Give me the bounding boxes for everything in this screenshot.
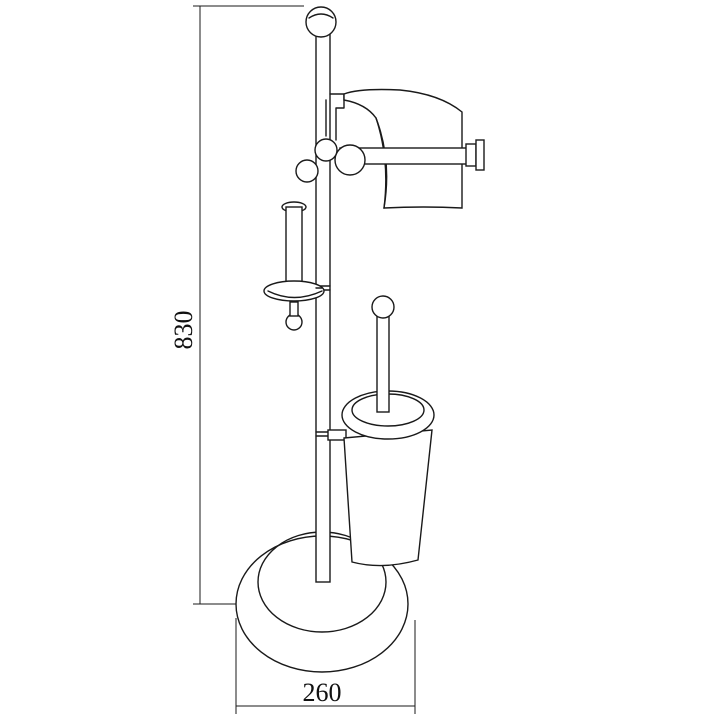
brush-handle — [376, 315, 390, 413]
holder-knob — [334, 144, 366, 176]
cup-bracket — [327, 429, 347, 441]
brush-holder — [327, 295, 435, 567]
pole-top-ball — [305, 6, 337, 38]
height-dimension: 830 — [169, 5, 312, 605]
spare-roll-holder — [263, 201, 325, 331]
holder-arm — [329, 93, 345, 141]
holder-collar — [314, 138, 338, 162]
main-pole — [305, 6, 337, 583]
paper-holder — [295, 88, 485, 209]
brush-knob — [371, 295, 395, 319]
pole-shaft — [315, 29, 331, 583]
holder-rod-end — [465, 143, 477, 167]
spare-knob — [295, 159, 319, 183]
height-dimension-label: 830 — [169, 311, 198, 350]
width-dimension-label: 260 — [303, 678, 342, 707]
spare-rod — [285, 206, 303, 290]
base — [235, 531, 409, 673]
width-dimension: 260 — [235, 618, 416, 714]
brush-cup — [343, 429, 433, 567]
